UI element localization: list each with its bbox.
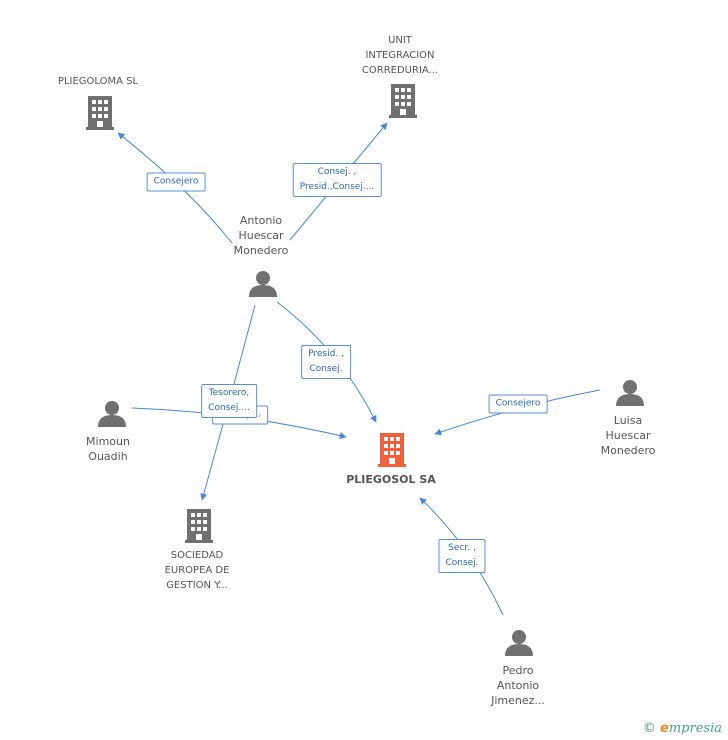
label-line: Presid. ,	[308, 349, 344, 359]
label-line: INTEGRACION	[365, 50, 435, 61]
label-line: Antonio	[496, 679, 540, 692]
edge-label-antonio-sociedad[interactable]: Tesorero, Consej....	[201, 384, 257, 418]
label-line: Tesorero,	[208, 388, 250, 398]
label-line: Consejero	[495, 398, 541, 409]
label-line: SOCIEDAD	[170, 550, 224, 561]
label-line: Consej....	[208, 403, 250, 413]
label-line: Antonio	[239, 214, 283, 227]
label-line: Consej.	[309, 364, 343, 374]
edge-label-antonio-pliegoloma[interactable]: Consejero	[146, 172, 206, 192]
edge-label-pedro-pliegosol[interactable]: Secr. , Consej.	[438, 539, 486, 573]
label-line: UNIT	[388, 35, 412, 46]
person-icon-antonio[interactable]	[249, 271, 277, 297]
edge-label-luisa-pliegosol[interactable]: Consejero	[488, 394, 548, 414]
copyright-symbol: ©	[642, 721, 656, 736]
label-line: CORREDURIA...	[361, 65, 439, 76]
label-line: Mimoun	[86, 435, 130, 448]
label-line: Secr. ,	[448, 543, 476, 553]
node-label-sociedad[interactable]: SOCIEDAD EUROPEA DE GESTION Y...	[165, 548, 230, 593]
edge-label-antonio-unit[interactable]: Consej. , Presid.,Consej....	[292, 163, 382, 197]
label-line: Consej. ,	[317, 167, 357, 177]
label-line: Consej.	[445, 558, 479, 568]
label-line: Jimenez...	[491, 694, 545, 707]
label-line: Huescar	[238, 229, 284, 242]
label-line: Luisa	[613, 414, 643, 427]
node-label-pliegosol[interactable]: PLIEGOSOL SA	[346, 472, 436, 487]
label-line: Huescar	[605, 429, 651, 442]
label-line: Presid.,Consej....	[299, 182, 375, 192]
label-line: PLIEGOLOMA SL	[57, 76, 139, 87]
person-icon-pedro[interactable]	[505, 630, 533, 656]
person-icon-mimoun[interactable]	[98, 401, 126, 427]
label-line: EUROPEA DE	[164, 565, 230, 576]
brand-logo-e: e	[660, 721, 669, 736]
person-icon-luisa[interactable]	[616, 380, 644, 406]
edge-label-antonio-pliegosol[interactable]: Presid. , Consej.	[301, 345, 351, 379]
label-line: Consejero	[153, 176, 199, 187]
label-line: Monedero	[233, 244, 289, 257]
node-label-unit[interactable]: UNIT INTEGRACION CORREDURIA...	[362, 33, 438, 78]
brand-watermark: © empresia	[643, 721, 722, 736]
label-line: Pedro	[502, 664, 534, 677]
label-line: PLIEGOSOL SA	[346, 473, 436, 486]
node-label-pliegoloma[interactable]: PLIEGOLOMA SL	[58, 74, 138, 89]
label-line: Ouadih	[88, 450, 128, 463]
label-line: Monedero	[600, 444, 656, 457]
label-line: GESTION Y...	[166, 580, 228, 591]
brand-logo-text: mpresia	[668, 721, 722, 736]
